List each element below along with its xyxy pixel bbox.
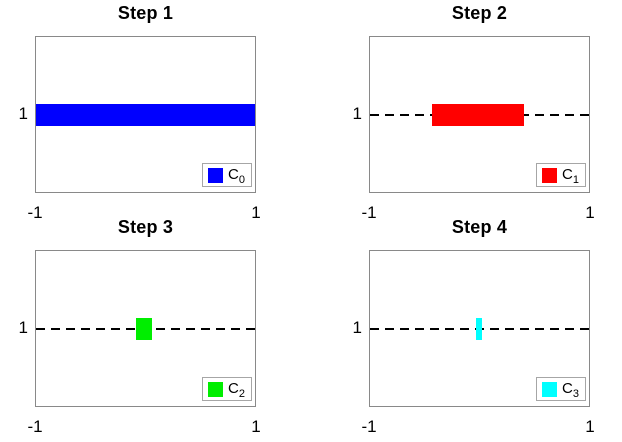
legend-label-text: C (228, 380, 239, 397)
plot-area: C1 (369, 36, 590, 193)
x-tick-label-min: -1 (27, 203, 43, 222)
interval-bar (432, 103, 525, 126)
plot-area: C3 (369, 250, 590, 407)
legend-swatch (208, 167, 224, 183)
subplot-title: Step 3 (117, 217, 174, 237)
y-tick-label: 1 (18, 318, 28, 337)
legend-label-text: C (562, 166, 573, 183)
subplot-step-2: Step 2 1 C1 -1 1 (334, 0, 622, 222)
legend-label-text: C (562, 380, 573, 397)
legend: C0 (202, 163, 252, 187)
subplot-title: Step 1 (117, 3, 174, 23)
x-tick-label-max: 1 (251, 417, 261, 436)
x-tick-label-max: 1 (251, 203, 261, 222)
interval-bar (36, 103, 255, 126)
legend-label: C3 (562, 380, 579, 400)
y-tick-label: 1 (352, 104, 362, 123)
subplot-step-1: Step 1 1 C0 -1 1 (0, 0, 300, 222)
interval-bar (476, 317, 482, 340)
interval-bar (135, 317, 153, 340)
legend: C1 (536, 163, 586, 187)
legend: C2 (202, 377, 252, 401)
legend-label-subscript: 1 (572, 174, 579, 186)
legend-label-subscript: 3 (572, 388, 579, 400)
legend-label-subscript: 2 (238, 388, 245, 400)
plot-area: C0 (35, 36, 256, 193)
x-tick-label-min: -1 (27, 417, 43, 436)
legend-label: C1 (562, 166, 579, 186)
x-tick-label-min: -1 (361, 203, 377, 222)
subplot-title: Step 2 (451, 3, 508, 23)
legend-swatch (208, 381, 224, 397)
y-tick-label: 1 (352, 318, 362, 337)
subplot-step-4: Step 4 1 C3 -1 1 (334, 214, 622, 436)
x-tick-label-max: 1 (585, 417, 595, 436)
legend: C3 (536, 377, 586, 401)
x-tick-label-min: -1 (361, 417, 377, 436)
legend-swatch (542, 167, 558, 183)
subplot-step-3: Step 3 1 C2 -1 1 (0, 214, 300, 436)
legend-label: C2 (228, 380, 245, 400)
legend-label-subscript: 0 (238, 174, 245, 186)
legend-label: C0 (228, 166, 245, 186)
legend-label-text: C (228, 166, 239, 183)
plot-area: C2 (35, 250, 256, 407)
legend-swatch (542, 381, 558, 397)
x-tick-label-max: 1 (585, 203, 595, 222)
y-tick-label: 1 (18, 104, 28, 123)
subplot-title: Step 4 (451, 217, 508, 237)
